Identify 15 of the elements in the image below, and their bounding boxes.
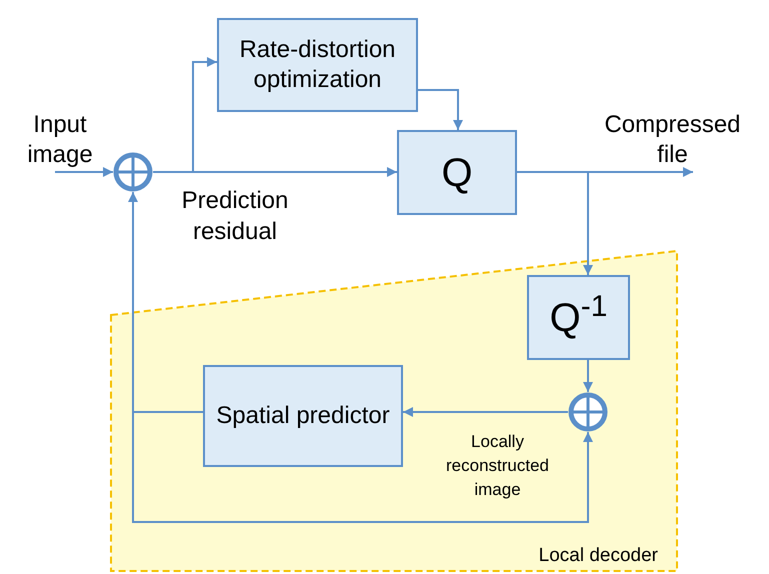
- arrow: [153, 57, 217, 173]
- local-decoder-region: [110, 250, 678, 572]
- process-box: Rate-distortion optimization: [217, 18, 418, 112]
- process-box: Spatial predictor: [203, 365, 403, 467]
- input-label: Input image: [15, 110, 105, 172]
- arrow: [583, 360, 593, 392]
- arrow: [403, 407, 568, 417]
- arrow: [55, 167, 113, 177]
- quantizer-box: Q: [397, 130, 517, 215]
- output-label: Compressed file: [590, 110, 755, 172]
- region-label: Local decoder: [538, 544, 658, 568]
- dequantizer-box: Q$^{-1}$: [527, 275, 630, 360]
- arrow: [132, 411, 593, 523]
- arrow: [418, 89, 463, 130]
- arrow: [517, 171, 593, 275]
